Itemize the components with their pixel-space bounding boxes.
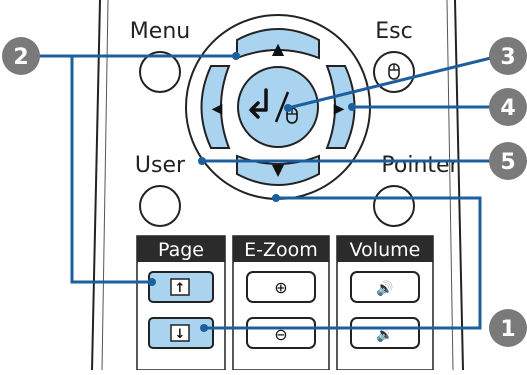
page-group: Page ↑ ↓ (136, 235, 226, 371)
callout-4: 4 (489, 88, 527, 126)
volume-group: Volume 🔊 🔉 (336, 235, 434, 371)
callout-5: 5 (489, 142, 527, 180)
zoom-out-icon: ⊖ (274, 325, 287, 344)
zoom-in-icon: ⊕ (274, 278, 287, 297)
page-down-icon: ↓ (175, 327, 186, 342)
menu-button[interactable] (139, 51, 181, 93)
page-label: Page (158, 239, 204, 261)
pointer-button[interactable] (373, 185, 415, 227)
ezoom-out-button[interactable] (246, 317, 316, 349)
mouse-icon (388, 63, 400, 80)
page-up-icon-frame (170, 278, 190, 296)
callout-2-line-page (70, 56, 152, 284)
remote-outline-right (454, 0, 464, 371)
callout-dots (148, 52, 356, 332)
arrow-down-icon: ▼ (272, 160, 285, 179)
arrow-right-icon: ▶ (334, 101, 345, 117)
callout-1: 1 (489, 309, 527, 347)
callout-3-number: 3 (500, 45, 515, 70)
volume-up-button[interactable] (350, 271, 420, 303)
callout-4-number: 4 (500, 96, 515, 121)
callout-1-line (204, 196, 482, 330)
callout-3: 3 (489, 37, 527, 75)
callout-5-number: 5 (500, 150, 515, 175)
arrow-up-icon: ▲ (272, 39, 285, 58)
enter-icon (249, 88, 298, 124)
user-button[interactable] (139, 185, 181, 227)
callout-1-number: 1 (500, 317, 515, 342)
enter-button[interactable] (237, 66, 319, 148)
dpad-left-button[interactable]: ◀ (200, 65, 231, 149)
user-label: User (135, 153, 186, 178)
remote-outline-left-inner (101, 0, 109, 371)
page-down-icon-frame (170, 324, 190, 342)
ezoom-in-button[interactable] (246, 271, 316, 303)
callout-2-number: 2 (13, 45, 28, 70)
arrow-left-icon: ◀ (212, 101, 223, 117)
remote-outline-left (91, 0, 101, 371)
callout-3-line (287, 54, 500, 110)
esc-button[interactable] (373, 51, 415, 93)
volume-label: Volume (350, 239, 421, 261)
dpad-down-button[interactable]: ▼ (236, 154, 320, 186)
remote-outline-right-inner (446, 0, 454, 371)
esc-label: Esc (375, 19, 412, 44)
volume-down-button[interactable] (350, 317, 420, 349)
dpad-up-button[interactable]: ▲ (236, 28, 320, 60)
volume-up-icon: 🔊 (376, 279, 393, 297)
volume-down-icon: 🔉 (376, 327, 393, 343)
page-up-icon: ↑ (175, 281, 186, 296)
pointer-label: Pointer (381, 153, 459, 178)
callout-lines (34, 54, 500, 330)
ezoom-group: E-Zoom ⊕ ⊖ (232, 235, 330, 371)
ezoom-label: E-Zoom (244, 239, 318, 261)
menu-label: Menu (130, 19, 190, 44)
callout-2: 2 (2, 37, 40, 75)
